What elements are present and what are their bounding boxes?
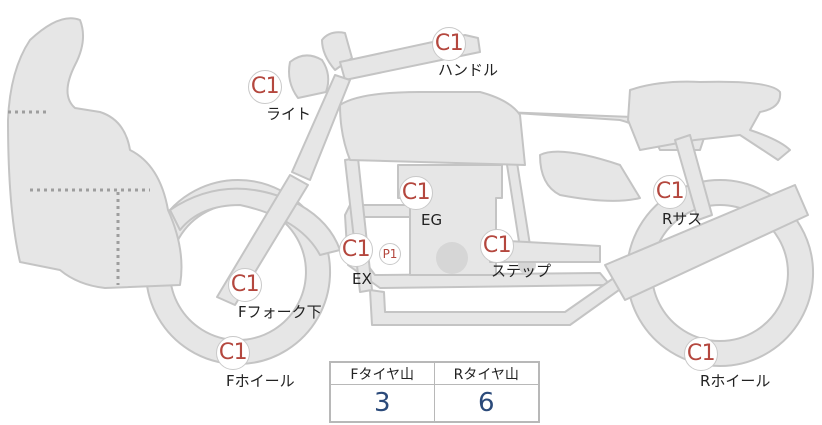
front-fork-label: Fフォーク下	[238, 303, 322, 321]
headlight-code-badge: C1	[248, 70, 282, 104]
front-tread-value: 3	[331, 385, 435, 421]
step-code-badge: C1	[480, 229, 514, 263]
swing-arm	[604, 184, 809, 301]
side-cover	[539, 150, 641, 202]
front-fender	[169, 187, 341, 256]
front-fork-code-badge: C1	[228, 268, 262, 302]
headlight	[288, 54, 330, 99]
rear-shock	[674, 134, 713, 221]
rear-tread-header: Rタイヤ山	[434, 363, 538, 385]
front-fork-upper	[291, 74, 351, 181]
tail	[627, 80, 791, 161]
rear-wheel-code-badge: C1	[684, 337, 718, 371]
exhaust-code-badge: C1	[339, 233, 373, 267]
rear-suspension-code-badge: C1	[653, 175, 687, 209]
handlebar-code-badge: C1	[432, 27, 466, 61]
engine-label: EG	[421, 211, 443, 229]
fairing	[7, 17, 183, 289]
rear-tread-value: 6	[477, 388, 495, 418]
handlebar-label: ハンドル	[438, 61, 499, 79]
exhaust-label: EX	[352, 270, 372, 288]
front-tread-header: Fタイヤ山	[331, 363, 435, 385]
front-wheel-code-badge: C1	[216, 336, 250, 370]
step-label: ステップ	[491, 262, 552, 280]
front-wheel-label: Fホイール	[226, 372, 295, 390]
rear-wheel-label: Rホイール	[700, 372, 771, 390]
rear-suspension-label: Rサス	[662, 210, 703, 228]
engine-code-badge: C1	[399, 176, 433, 210]
exhaust-sub-code-badge: P1	[379, 243, 401, 265]
fuel-tank	[339, 91, 526, 166]
headlight-label: ライト	[266, 105, 312, 123]
tire-tread-table: Fタイヤ山 Rタイヤ山 3 6	[329, 361, 540, 423]
